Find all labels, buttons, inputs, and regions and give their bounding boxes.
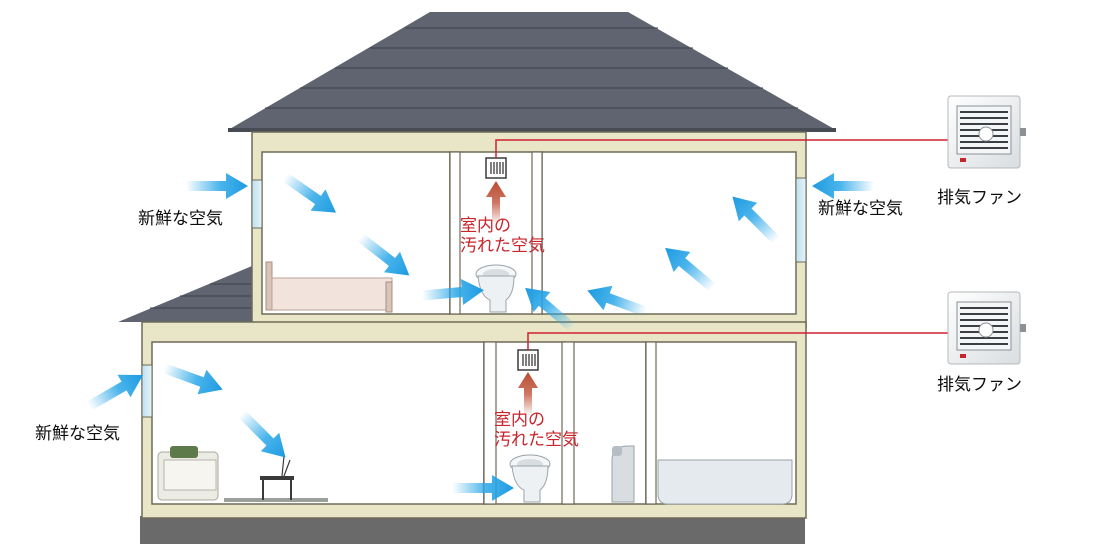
side-roof (118, 266, 260, 322)
exhaust-duct-lower (527, 332, 948, 350)
foundation (140, 516, 805, 544)
dirty-air-label-lower-line2: 汚れた空気 (494, 430, 579, 451)
fresh-air-label-bottom-left: 新鮮な空気 (35, 424, 120, 444)
exhaust-fan-icon-lower (947, 291, 1027, 365)
fresh-air-label-top-right: 新鮮な空気 (818, 199, 903, 219)
vent-grille-icon-upper (485, 157, 507, 179)
exhaust-fan-label-lower: 排気ファン (937, 375, 1022, 395)
dirty-air-label-lower-line1: 室内の (494, 410, 545, 430)
bathtub-icon (657, 459, 793, 505)
window-upper-right (795, 177, 807, 263)
dirty-air-label-upper: 室内の 汚れた空気 (460, 216, 545, 257)
vent-grille-icon-lower (517, 349, 539, 371)
exhaust-duct-upper (495, 139, 948, 158)
window-lower-left (141, 364, 153, 418)
fresh-air-label-top-left: 新鮮な空気 (138, 209, 223, 229)
dirty-air-label-upper-line1: 室内の (460, 216, 511, 236)
exhaust-fan-label-upper: 排気ファン (937, 188, 1022, 208)
sofa-icon (157, 446, 219, 501)
window-upper-left (251, 179, 263, 229)
bed-icon (265, 261, 393, 313)
main-roof (228, 12, 836, 130)
dirty-air-label-lower: 室内の 汚れた空気 (494, 410, 579, 451)
table-icon (224, 455, 328, 502)
washbasin-icon (611, 445, 635, 503)
dirty-air-label-upper-line2: 汚れた空気 (460, 236, 545, 257)
exhaust-fan-icon-upper (947, 95, 1027, 169)
